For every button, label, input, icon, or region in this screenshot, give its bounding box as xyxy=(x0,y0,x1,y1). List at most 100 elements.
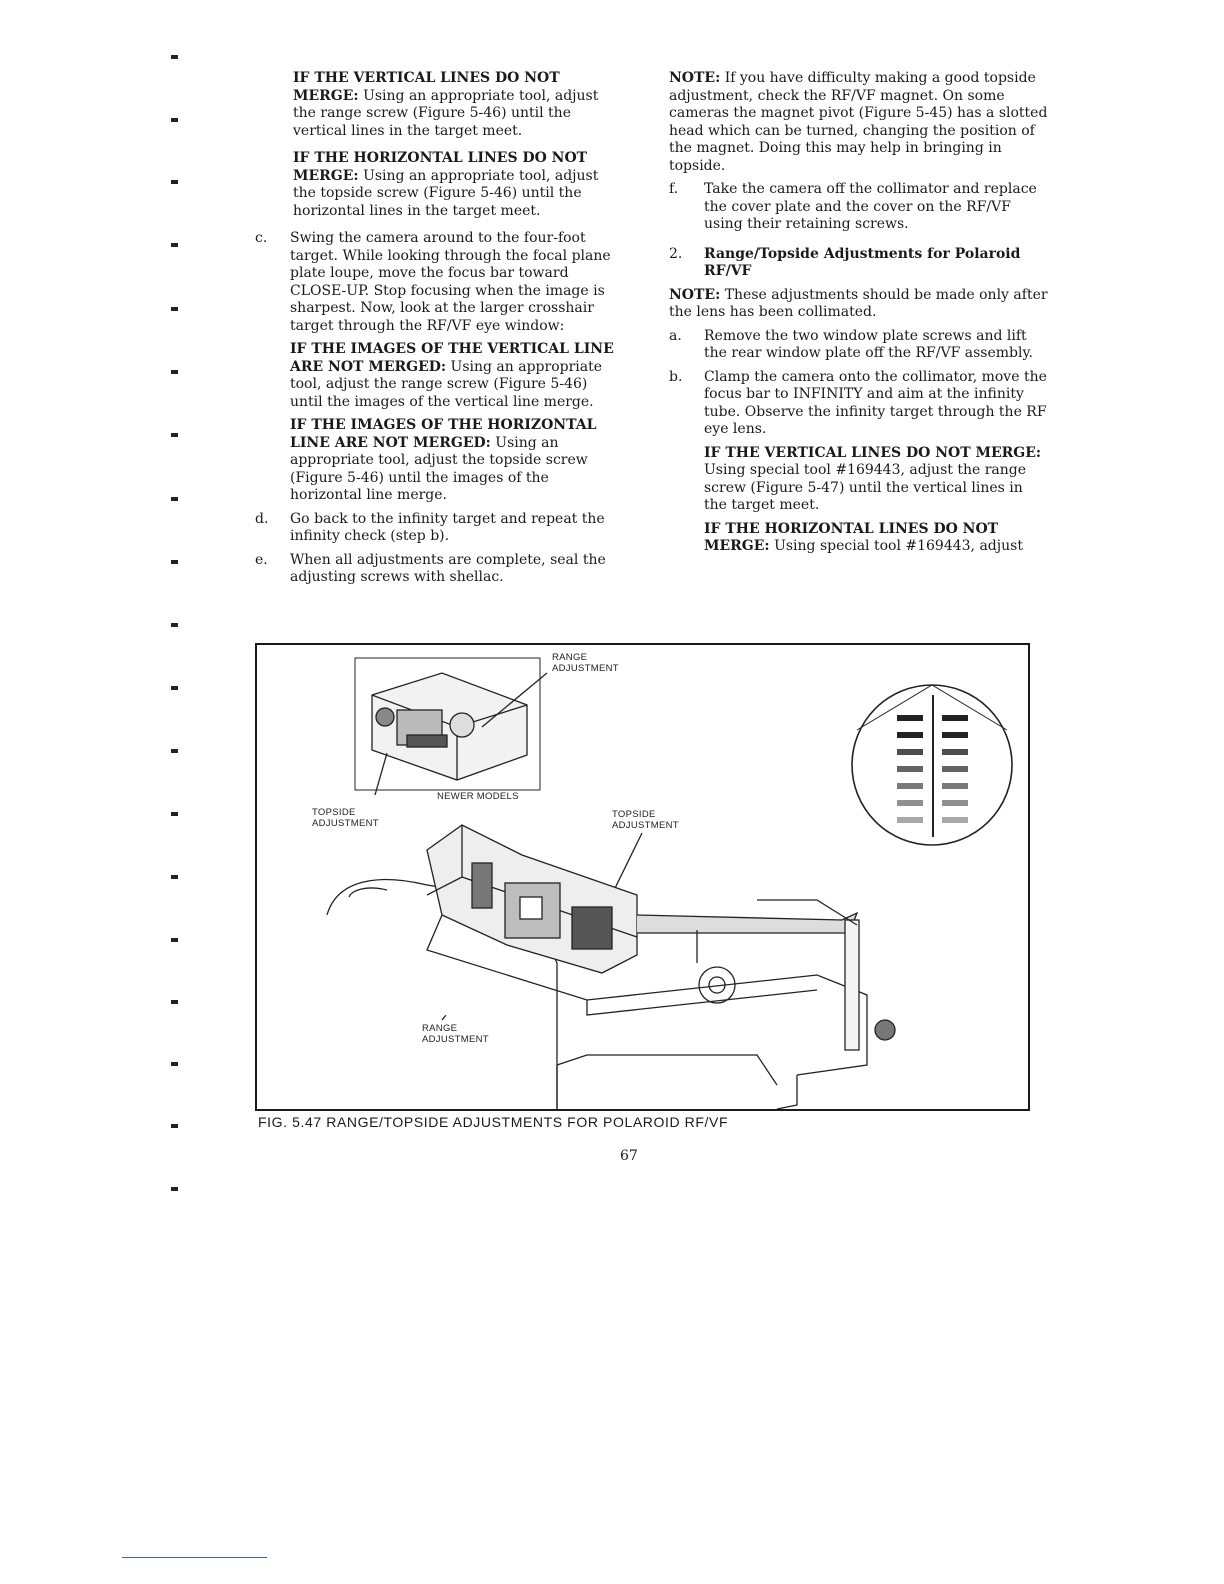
instruction-text: Using special tool #169443, adjust xyxy=(774,538,1023,554)
inset-screw xyxy=(375,707,395,727)
instruction-heading: IF THE IMAGES OF THE HORIZONTAL LINE ARE… xyxy=(290,417,597,451)
rf-magnet-block xyxy=(571,906,613,950)
margin-mark xyxy=(171,370,178,374)
step-letter: e. xyxy=(255,551,268,568)
rf-prism-window xyxy=(519,896,543,920)
label-topside-adjustment-right: TOPSIDE ADJUSTMENT xyxy=(612,809,679,831)
instruction-text: Using an appropriate tool, adjust the to… xyxy=(290,434,588,504)
instruction-heading: IF THE VERTICAL LINES DO NOT MERGE: xyxy=(293,70,560,104)
focus-bar xyxy=(636,911,859,934)
label-topside-adjustment-left: TOPSIDE ADJUSTMENT xyxy=(312,807,379,829)
step-letter: d. xyxy=(255,510,269,527)
margin-mark xyxy=(171,55,178,59)
camera-body-edge xyxy=(348,887,388,898)
rangefinder-illustration xyxy=(326,657,1013,1109)
instruction-paragraph: IF THE IMAGES OF THE VERTICAL LINE ARE N… xyxy=(290,341,620,411)
step-c: c. Swing the camera around to the four-f… xyxy=(255,230,620,335)
margin-mark xyxy=(171,1062,178,1066)
leader-topside-left xyxy=(374,752,388,796)
margin-mark xyxy=(171,623,178,627)
margin-mark xyxy=(171,1187,178,1191)
step-text: Take the camera off the collimator and r… xyxy=(704,181,1037,232)
step-text: Go back to the infinity target and repea… xyxy=(290,510,605,545)
margin-mark xyxy=(171,749,178,753)
camera-body-right xyxy=(757,899,858,1109)
vertical-lines-instruction: IF THE VERTICAL LINES DO NOT MERGE: Usin… xyxy=(255,70,620,140)
figure-caption: FIG. 5.47 RANGE/TOPSIDE ADJUSTMENTS FOR … xyxy=(258,1114,729,1130)
camera-deck xyxy=(426,914,868,1076)
margin-mark xyxy=(171,560,178,564)
note-heading: NOTE: xyxy=(669,70,721,86)
instruction-heading: IF THE HORIZONTAL LINES DO NOT MERGE: xyxy=(293,150,588,184)
step-letter: a. xyxy=(669,327,682,344)
note-heading: NOTE: xyxy=(669,286,721,303)
left-column: IF THE VERTICAL LINES DO NOT MERGE: Usin… xyxy=(255,70,620,593)
margin-mark xyxy=(171,433,178,437)
margin-mark xyxy=(171,875,178,879)
margin-mark xyxy=(171,686,178,690)
footnote-rule xyxy=(122,1557,267,1558)
horizontal-lines-instruction: IF THE HORIZONTAL LINES DO NOT MERGE: Us… xyxy=(655,521,1050,556)
note-collimated: NOTE: These adjustments should be made o… xyxy=(655,287,1050,322)
step-text: Clamp the camera onto the collimator, mo… xyxy=(704,368,1047,438)
images-vertical-instruction: IF THE IMAGES OF THE VERTICAL LINE ARE N… xyxy=(255,341,620,411)
camera-deck-edge xyxy=(586,989,818,1016)
step-e: e. When all adjustments are complete, se… xyxy=(255,552,620,587)
step-letter: c. xyxy=(255,230,268,246)
instruction-heading: IF THE IMAGES OF THE VERTICAL LINE ARE N… xyxy=(290,341,614,375)
instruction-text: Using an appropriate tool, adjust the to… xyxy=(293,167,599,219)
vertical-lines-instruction: IF THE VERTICAL LINES DO NOT MERGE: Usin… xyxy=(655,445,1050,515)
step-text: Swing the camera around to the four-foot… xyxy=(290,230,611,334)
instruction-text: Using special tool #169443, adjust the r… xyxy=(704,462,1027,513)
instruction-paragraph: IF THE HORIZONTAL LINES DO NOT MERGE: Us… xyxy=(704,521,1050,556)
deck-wheel-hub xyxy=(708,976,726,994)
note-paragraph: NOTE: If you have difficulty making a go… xyxy=(669,70,1050,175)
margin-mark xyxy=(171,497,178,501)
margin-mark xyxy=(171,180,178,184)
note-text: If you have difficulty making a good top… xyxy=(669,70,1048,174)
images-horizontal-instruction: IF THE IMAGES OF THE HORIZONTAL LINE ARE… xyxy=(255,417,620,505)
label-newer-models: NEWER MODELS xyxy=(437,791,519,802)
figure-range-topside: RANGE ADJUSTMENT NEWER MODELS TOPSIDE AD… xyxy=(255,643,1030,1111)
note-paragraph: NOTE: These adjustments should be made o… xyxy=(669,287,1050,322)
target-pointer xyxy=(856,684,1008,731)
step-a: a. Remove the two window plate screws an… xyxy=(669,328,1050,363)
instruction-heading: IF THE VERTICAL LINES DO NOT MERGE: xyxy=(704,444,1042,461)
step-text: Remove the two window plate screws and l… xyxy=(704,327,1033,362)
section-title: Range/Topside Adjustments for Polaroid R… xyxy=(704,245,1021,280)
step-d: d. Go back to the infinity target and re… xyxy=(255,511,620,546)
step-letter: f. xyxy=(669,181,679,197)
instruction-heading: IF THE HORIZONTAL LINES DO NOT MERGE: xyxy=(704,520,999,555)
side-strut xyxy=(844,919,860,1051)
instruction-paragraph: IF THE VERTICAL LINES DO NOT MERGE: Usin… xyxy=(704,445,1050,515)
page-number: 67 xyxy=(620,1148,638,1164)
margin-mark xyxy=(171,307,178,311)
margin-mark xyxy=(171,938,178,942)
label-range-adjustment-bottom: RANGE ADJUSTMENT xyxy=(422,1023,489,1045)
right-column: NOTE: If you have difficulty making a go… xyxy=(655,70,1050,562)
step-f: f. Take the camera off the collimator an… xyxy=(669,181,1050,234)
step-letter: b. xyxy=(669,368,683,385)
deck-wheel xyxy=(698,966,736,1004)
instruction-text: Using an appropriate tool, adjust the ra… xyxy=(293,87,599,139)
margin-mark xyxy=(171,243,178,247)
note-magnet: NOTE: If you have difficulty making a go… xyxy=(655,70,1050,175)
inset-frame xyxy=(354,657,541,791)
margin-mark xyxy=(171,1124,178,1128)
step-b: b. Clamp the camera onto the collimator,… xyxy=(669,369,1050,439)
leader-range-top xyxy=(481,672,548,728)
horizontal-lines-instruction: IF THE HORIZONTAL LINES DO NOT MERGE: Us… xyxy=(255,150,620,220)
instruction-text: Using an appropriate tool, adjust the ra… xyxy=(290,358,603,410)
margin-mark xyxy=(171,812,178,816)
section-heading: 2. Range/Topside Adjustments for Polaroi… xyxy=(669,246,1050,281)
step-text: When all adjustments are complete, seal … xyxy=(290,551,606,586)
instruction-paragraph: IF THE VERTICAL LINES DO NOT MERGE: Usin… xyxy=(293,70,620,140)
inset-magnet xyxy=(406,734,448,748)
side-knob xyxy=(874,1019,896,1041)
camera-body-lower xyxy=(556,1054,778,1109)
section-number: 2. xyxy=(669,245,683,262)
margin-mark xyxy=(171,118,178,122)
target-marks xyxy=(897,715,968,823)
instruction-paragraph: IF THE IMAGES OF THE HORIZONTAL LINE ARE… xyxy=(290,417,620,505)
